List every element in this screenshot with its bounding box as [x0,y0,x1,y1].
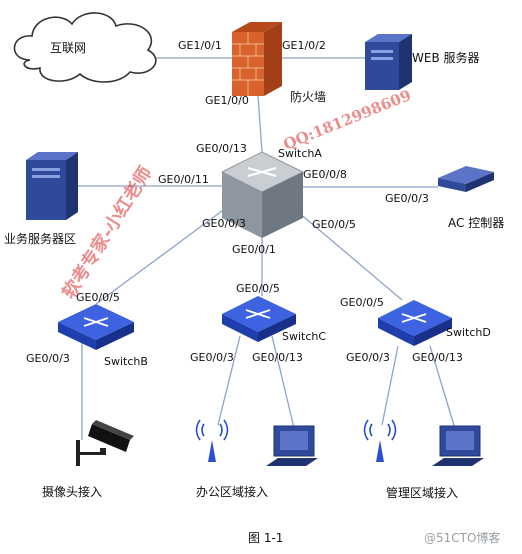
link-switcha-switchb [95,207,227,305]
port-a-ge001: GE0/0/1 [232,243,276,256]
internet-cloud-icon [13,12,157,83]
port-c-ge003: GE0/0/3 [190,351,234,364]
switchd-icon [378,300,452,346]
link-switchc-pc [271,335,296,433]
port-d-ge0013: GE0/0/13 [412,351,463,364]
switchc-label: SwitchC [282,330,326,343]
link-switchd-pc [429,345,457,433]
service-server-icon [26,152,78,220]
port-a-ge003: GE0/0/3 [202,217,246,230]
figure-caption: 图 1-1 [248,531,283,545]
port-c-ge0013: GE0/0/13 [252,351,303,364]
firewall-label: 防火墙 [290,89,326,104]
port-d-ge005: GE0/0/5 [340,296,384,309]
camera-label: 摄像头接入 [42,484,102,499]
management-wifi-ap-icon [363,419,397,462]
port-fw-ge102: GE1/0/2 [282,39,326,52]
link-switchd-wifi [381,345,399,426]
service-area-label: 业务服务器区 [4,231,76,246]
web-server-icon [365,34,412,90]
links [78,57,457,440]
switcha-core-switch-icon [220,151,305,238]
port-fw-ge101: GE1/0/1 [178,39,222,52]
switchb-icon [58,304,134,350]
firewall-icon [232,22,282,96]
switchb-label: SwitchB [104,355,148,368]
port-d-ge003: GE0/0/3 [346,351,390,364]
office-label: 办公区域接入 [196,484,268,499]
ac-controller-icon [438,166,494,192]
port-a-ge005: GE0/0/5 [312,218,356,231]
link-switcha-switchd [297,211,403,301]
management-label: 管理区域接入 [386,485,458,500]
switchd-label: SwitchD [446,326,491,339]
ac-label: AC 控制器 [448,216,504,230]
camera-icon [76,420,134,466]
port-ac-ge003: GE0/0/3 [385,192,429,205]
port-c-ge005: GE0/0/5 [236,282,280,295]
web-server-label: WEB 服务器 [412,50,480,65]
port-b-ge003: GE0/0/3 [26,352,70,365]
switcha-label: SwitchA [278,147,322,160]
port-fw-ge100: GE1/0/0 [205,94,249,107]
link-switchc-wifi [217,335,241,426]
port-a-ge008: GE0/0/8 [303,168,347,181]
office-pc-icon [266,425,318,466]
link-firewall-switcha [257,95,263,153]
port-a-ge0013: GE0/0/13 [196,142,247,155]
management-pc-icon [432,425,484,466]
switchc-icon [222,296,296,342]
watermark-site: @51CTO博客 [424,530,500,545]
port-b-ge005: GE0/0/5 [76,291,120,304]
port-a-ge0011: GE0/0/11 [158,173,209,186]
internet-label: 互联网 [50,41,86,55]
office-wifi-ap-icon [195,419,229,462]
